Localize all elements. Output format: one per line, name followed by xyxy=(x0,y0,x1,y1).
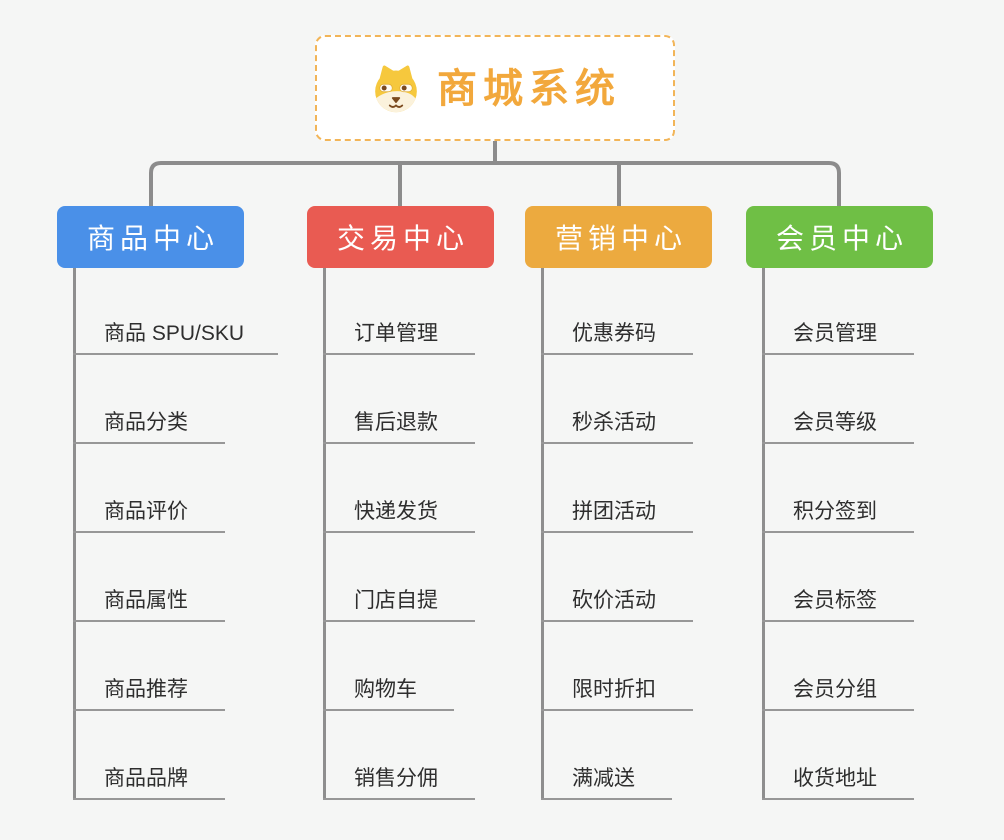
child-topic[interactable]: 积分签到 xyxy=(762,487,914,533)
branch-trunk-line xyxy=(762,268,765,800)
branch-trunk-line xyxy=(541,268,544,800)
branch-node-3[interactable]: 营销中心 xyxy=(525,206,712,268)
child-topic[interactable]: 拼团活动 xyxy=(541,487,693,533)
child-topic[interactable]: 会员标签 xyxy=(762,576,914,622)
child-topic[interactable]: 商品品牌 xyxy=(73,754,225,800)
branch-trunk-line xyxy=(73,268,76,800)
child-topic[interactable]: 商品推荐 xyxy=(73,665,225,711)
child-topic[interactable]: 销售分佣 xyxy=(323,754,475,800)
child-topic[interactable]: 满减送 xyxy=(541,754,672,800)
child-topic[interactable]: 会员管理 xyxy=(762,309,914,355)
child-topic[interactable]: 优惠券码 xyxy=(541,309,693,355)
child-topic[interactable]: 会员分组 xyxy=(762,665,914,711)
child-topic[interactable]: 砍价活动 xyxy=(541,576,693,622)
child-topic[interactable]: 限时折扣 xyxy=(541,665,693,711)
branch-node-2[interactable]: 交易中心 xyxy=(307,206,494,268)
branch-node-4[interactable]: 会员中心 xyxy=(746,206,933,268)
dog-face-icon xyxy=(375,65,417,113)
child-topic[interactable]: 秒杀活动 xyxy=(541,398,693,444)
child-topic[interactable]: 商品 SPU/SKU xyxy=(73,309,278,355)
child-topic[interactable]: 快递发货 xyxy=(323,487,475,533)
child-topic[interactable]: 售后退款 xyxy=(323,398,475,444)
child-topic[interactable]: 收货地址 xyxy=(762,754,914,800)
child-topic[interactable]: 商品分类 xyxy=(73,398,225,444)
child-topic[interactable]: 会员等级 xyxy=(762,398,914,444)
root-title: 商城系统 xyxy=(437,67,621,111)
child-topic[interactable]: 购物车 xyxy=(323,665,454,711)
child-topic[interactable]: 门店自提 xyxy=(323,576,475,622)
child-topic[interactable]: 商品属性 xyxy=(73,576,225,622)
branch-trunk-line xyxy=(323,268,326,800)
branch-node-1[interactable]: 商品中心 xyxy=(57,206,244,268)
child-topic[interactable]: 商品评价 xyxy=(73,487,225,533)
root-node[interactable]: 商城系统 xyxy=(315,35,675,141)
child-topic[interactable]: 订单管理 xyxy=(323,309,475,355)
